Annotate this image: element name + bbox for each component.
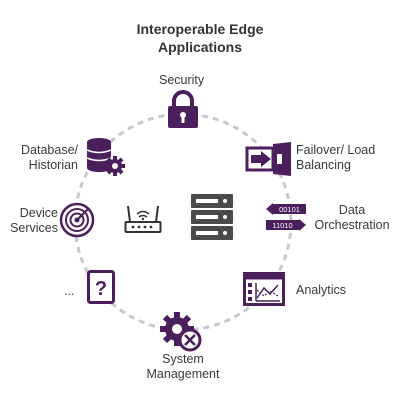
svg-text:?: ? xyxy=(95,278,107,300)
analytics-icon xyxy=(243,272,285,306)
lock-icon xyxy=(165,90,201,129)
diagram-title: Interoperable Edge Applications xyxy=(0,20,400,56)
database-icon xyxy=(85,136,125,176)
device-services-icon xyxy=(59,202,95,238)
label-analytics: Analytics xyxy=(296,283,347,297)
data-exchange-icon: 00101 11010 xyxy=(266,203,312,233)
title-line-2: Applications xyxy=(157,39,242,55)
label-device-services: Device Services xyxy=(8,206,58,236)
label-database-historian: Database/ Historian xyxy=(18,143,78,173)
help-document-icon: ? xyxy=(87,270,115,304)
server-icon xyxy=(191,194,233,240)
label-failover-load-balancing: Failover/ Load Balancing xyxy=(296,143,375,173)
data-tag-2: 11010 xyxy=(272,221,292,230)
label-database-line-1: Database/ xyxy=(21,143,78,157)
label-system-line-2: Management xyxy=(146,367,220,381)
gear-wrench-icon xyxy=(160,310,202,352)
label-security: Security xyxy=(159,73,205,87)
label-data-orchestration: Data Orchestration xyxy=(312,203,392,233)
label-failover-line-1: Failover/ Load xyxy=(296,143,376,157)
label-ellipsis: ... xyxy=(64,284,75,298)
failover-icon xyxy=(245,142,291,176)
data-tag-1: 00101 xyxy=(279,205,300,214)
router-icon xyxy=(124,204,162,234)
label-system-management: System Management xyxy=(138,352,228,382)
label-system-line-1: System xyxy=(162,352,204,366)
label-database-line-2: Historian xyxy=(28,158,78,172)
label-data-orch-line-1: Data xyxy=(338,203,366,217)
label-failover-line-2: Balancing xyxy=(296,158,351,172)
title-line-1: Interoperable Edge xyxy=(136,21,264,37)
label-data-orch-line-2: Orchestration xyxy=(314,218,390,232)
label-device-line-1: Device xyxy=(19,206,58,220)
label-device-line-2: Services xyxy=(10,221,58,235)
